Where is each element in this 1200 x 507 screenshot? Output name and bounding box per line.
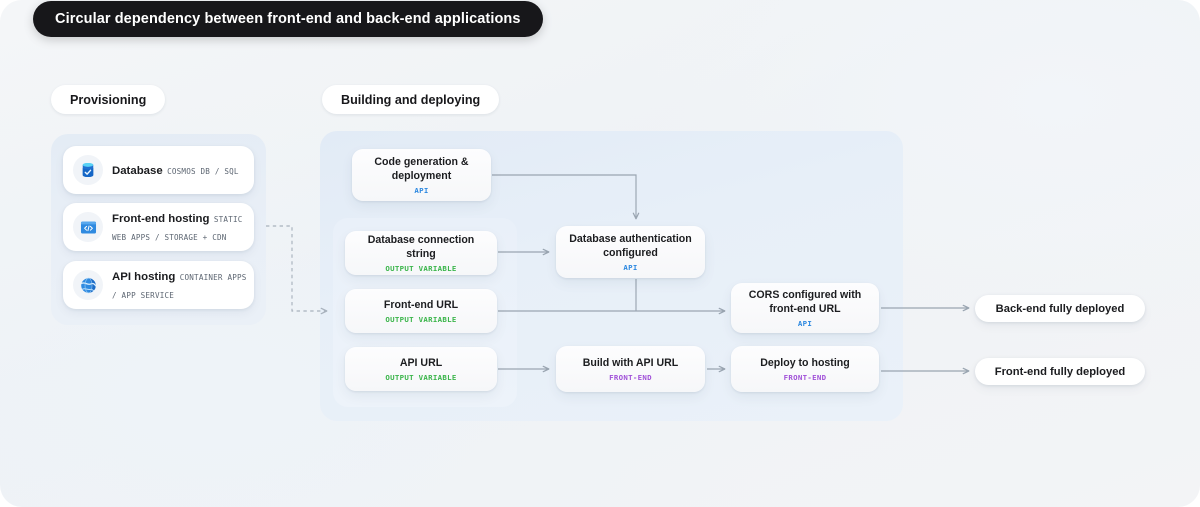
node-title: Code generation & deployment: [374, 155, 469, 182]
globe-icon: [73, 270, 103, 300]
node-tag: API: [797, 319, 813, 329]
node-title: Database connection string: [367, 233, 475, 260]
resource-subtitle: CONTAINER APPS / APP SERVICE: [112, 273, 247, 300]
node-tag: OUTPUT VARIABLE: [385, 315, 457, 325]
node-title: Front-end URL: [383, 298, 459, 311]
node-tag: FRONT-END: [783, 373, 827, 383]
flow-node-build-with-api-url[interactable]: Build with API URL FRONT-END: [556, 346, 705, 392]
resource-card-front-end-hosting[interactable]: Front-end hosting STATIC WEB APPS / STOR…: [63, 203, 254, 251]
resource-title: Database: [112, 165, 163, 177]
resource-card-api-hosting[interactable]: API hosting CONTAINER APPS / APP SERVICE: [63, 261, 254, 309]
resource-card-database[interactable]: Database COSMOS DB / SQL: [63, 146, 254, 194]
section-label-building-and-deploying: Building and deploying: [322, 85, 500, 114]
resource-subtitle: COSMOS DB / SQL: [167, 167, 239, 176]
section-label-provisioning: Provisioning: [51, 85, 166, 114]
node-title: Build with API URL: [582, 356, 679, 369]
outcome-front-end-fully-deployed: Front-end fully deployed: [975, 358, 1145, 385]
flow-node-api-url[interactable]: API URL OUTPUT VARIABLE: [345, 347, 497, 391]
node-title: CORS configured with front-end URL: [748, 288, 862, 315]
flow-node-front-end-url[interactable]: Front-end URL OUTPUT VARIABLE: [345, 289, 497, 333]
diagram-title: Circular dependency between front-end an…: [33, 1, 543, 37]
connector-provisioning-to-variables: [266, 225, 328, 315]
code-window-icon: [73, 212, 103, 242]
flow-node-database-authentication[interactable]: Database authentication configured API: [556, 226, 705, 278]
resource-subtitle: STATIC WEB APPS / STORAGE + CDN: [112, 215, 243, 242]
node-title: Deploy to hosting: [760, 356, 850, 369]
database-icon: [73, 155, 103, 185]
flow-node-deploy-to-hosting[interactable]: Deploy to hosting FRONT-END: [731, 346, 879, 392]
node-title: Database authentication configured: [569, 232, 692, 259]
flow-node-database-connection-string[interactable]: Database connection string OUTPUT VARIAB…: [345, 231, 497, 275]
outcome-back-end-fully-deployed: Back-end fully deployed: [975, 295, 1145, 322]
resource-title: Front-end hosting: [112, 213, 210, 225]
node-tag: API: [414, 186, 429, 196]
flow-node-code-generation[interactable]: Code generation & deployment API: [352, 149, 491, 201]
node-tag: OUTPUT VARIABLE: [385, 373, 457, 383]
node-tag: OUTPUT VARIABLE: [385, 264, 457, 274]
node-tag: FRONT-END: [609, 373, 652, 383]
resource-title: API hosting: [112, 271, 176, 283]
node-tag: API: [623, 263, 638, 273]
node-title: API URL: [399, 356, 443, 369]
flow-node-cors-configured[interactable]: CORS configured with front-end URL API: [731, 283, 879, 333]
